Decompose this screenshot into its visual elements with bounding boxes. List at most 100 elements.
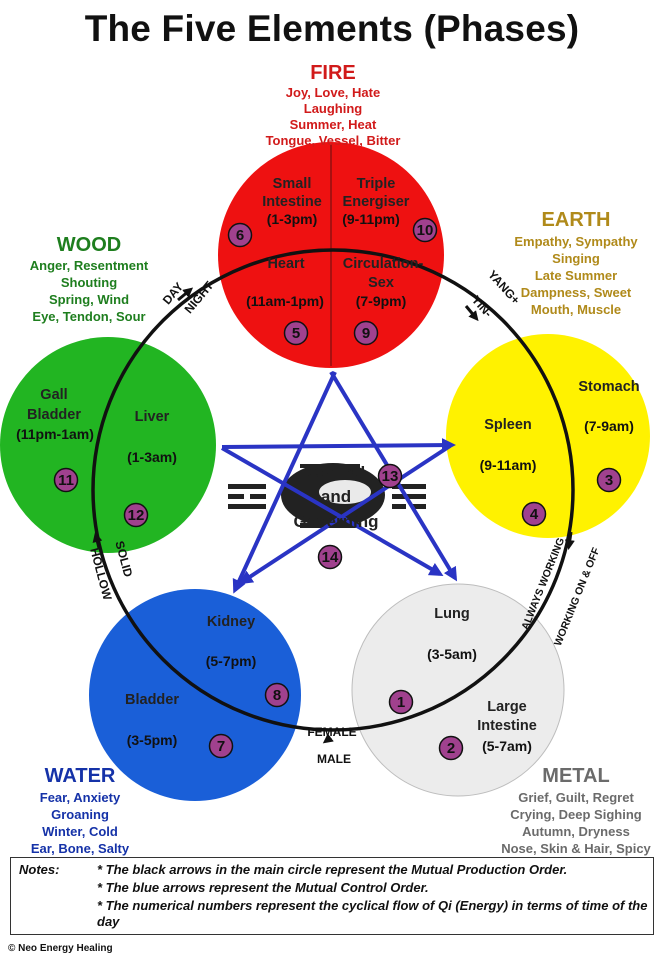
- wood-title: WOOD: [57, 234, 121, 256]
- fire-attribute: Joy, Love, Hate: [286, 85, 380, 100]
- water-attribute: Groaning: [51, 807, 109, 822]
- organ-label: Spleen: [484, 417, 532, 433]
- organ-label: Gall: [40, 387, 67, 403]
- number-badge: [438, 735, 464, 761]
- organ-label: Large: [487, 699, 527, 715]
- ring-label-yang: YANG+: [485, 268, 523, 308]
- ring-label-always-working: ALWAYS WORKING: [519, 536, 567, 632]
- number-badge: [53, 467, 79, 493]
- fire-title: FIRE: [310, 62, 356, 84]
- metal-circle: [351, 583, 565, 797]
- organ-time: (1-3am): [127, 449, 177, 465]
- metal-attribute: Autumn, Dryness: [522, 824, 630, 839]
- number-badge-text: 8: [273, 687, 281, 704]
- earth-attribute: Mouth, Muscle: [531, 302, 621, 317]
- organ-time: (7-9am): [584, 418, 634, 434]
- number-badge-text: 3: [605, 472, 613, 489]
- organ-time: (3-5am): [427, 646, 477, 662]
- number-badge: [377, 463, 403, 489]
- organ-label: Circulation-: [343, 256, 424, 272]
- number-badge: [283, 320, 309, 346]
- earth-attribute: Dampness, Sweet: [521, 285, 632, 300]
- wood-attribute: Spring, Wind: [49, 292, 129, 307]
- page-title: The Five Elements (Phases): [84, 8, 580, 49]
- earth-attribute: Late Summer: [535, 268, 617, 283]
- number-badge: [123, 502, 149, 528]
- wood-attribute: Eye, Tendon, Sour: [32, 309, 145, 324]
- fire-attribute: Laughing: [304, 101, 363, 116]
- wood-attribute: Shouting: [61, 275, 117, 290]
- earth-title: EARTH: [542, 209, 611, 231]
- ring-label-male: MALE: [317, 752, 351, 766]
- organ-time: (5-7am): [482, 738, 532, 754]
- number-badge: [412, 217, 438, 243]
- number-badge-text: 4: [530, 506, 539, 523]
- notes-box: Notes: * The black arrows in the main ci…: [10, 857, 654, 935]
- wood-circle: [0, 337, 216, 553]
- organ-label: Heart: [267, 256, 304, 272]
- organ-time: (9-11pm): [342, 211, 400, 227]
- organ-time: (3-5pm): [127, 732, 178, 748]
- number-badge-text: 6: [236, 227, 244, 244]
- number-badge: [521, 501, 547, 527]
- ring-label-female: FEMALE: [307, 725, 356, 739]
- organ-label: Lung: [434, 606, 469, 622]
- number-badge-text: 11: [58, 472, 74, 489]
- organ-label: Stomach: [578, 379, 639, 395]
- water-attribute: Ear, Bone, Salty: [31, 841, 130, 856]
- ring-label-working-on-off: WORKING ON & OFF: [552, 545, 603, 647]
- organ-label: Triple: [357, 176, 396, 192]
- center-label: Governing: [293, 512, 378, 531]
- metal-attribute: Crying, Deep Sighing: [510, 807, 642, 822]
- number-badge-text: 14: [322, 549, 339, 566]
- organ-label: Sex: [368, 275, 394, 291]
- five-elements-diagram: FIRE Joy, Love, Hate Laughing Summer, He…: [0, 62, 652, 856]
- organ-time: (9-11am): [480, 457, 537, 473]
- water-attribute: Winter, Cold: [42, 824, 118, 839]
- organ-time: (1-3pm): [267, 211, 318, 227]
- earth-attribute: Empathy, Sympathy: [514, 234, 638, 249]
- number-badge: [208, 733, 234, 759]
- organ-label: Kidney: [207, 614, 255, 630]
- number-badge-text: 12: [128, 507, 145, 524]
- control-arrow: [238, 444, 452, 585]
- organ-label: Bladder: [125, 692, 179, 708]
- number-badge-text: 1: [397, 694, 405, 711]
- earth-attribute: Singing: [552, 251, 600, 266]
- number-badge: [264, 682, 290, 708]
- number-badges: 6 10 5 9 3 4 1 2 8 7 11 12 13 14: [53, 217, 622, 761]
- organ-time: (7-9pm): [356, 293, 407, 309]
- organ-time: (11am-1pm): [246, 293, 324, 309]
- ring-label-night: NIGHT: [182, 278, 217, 316]
- metal-attribute: Nose, Skin & Hair, Spicy: [501, 841, 651, 856]
- water-title: WATER: [45, 765, 116, 787]
- number-badge-text: 7: [217, 738, 225, 755]
- number-badge: [353, 320, 379, 346]
- wood-attribute: Anger, Resentment: [30, 258, 149, 273]
- number-badge-text: 13: [382, 468, 399, 485]
- production-cycle-ring: [91, 248, 575, 744]
- water-attribute: Fear, Anxiety: [40, 790, 121, 805]
- organ-time: (11pm-1am): [16, 426, 94, 442]
- note-item: * The blue arrows represent the Mutual C…: [97, 880, 429, 895]
- fire-attribute: Summer, Heat: [290, 117, 377, 132]
- fire-attribute: Tongue, Vessel, Bitter: [266, 133, 401, 148]
- metal-attribute: Grief, Guilt, Regret: [518, 790, 634, 805]
- organ-label: Energiser: [343, 194, 410, 210]
- note-item: * The numerical numbers represent the cy…: [97, 898, 648, 929]
- ring-label-hollow: HOLLOW: [87, 546, 114, 602]
- number-badge: [596, 467, 622, 493]
- number-badge: [388, 689, 414, 715]
- number-badge-text: 2: [447, 740, 455, 757]
- note-item: * The black arrows in the main circle re…: [97, 862, 568, 877]
- control-arrow: [220, 446, 444, 577]
- number-badge: [317, 544, 343, 570]
- earth-circle: [446, 334, 650, 538]
- organ-label: Bladder: [27, 407, 81, 423]
- number-badge: [227, 222, 253, 248]
- credit-text: © Neo Energy Healing: [8, 943, 113, 954]
- organ-label: Liver: [135, 409, 170, 425]
- number-badge-text: 5: [292, 325, 300, 342]
- metal-title: METAL: [542, 765, 609, 787]
- notes-label: Notes:: [19, 862, 60, 877]
